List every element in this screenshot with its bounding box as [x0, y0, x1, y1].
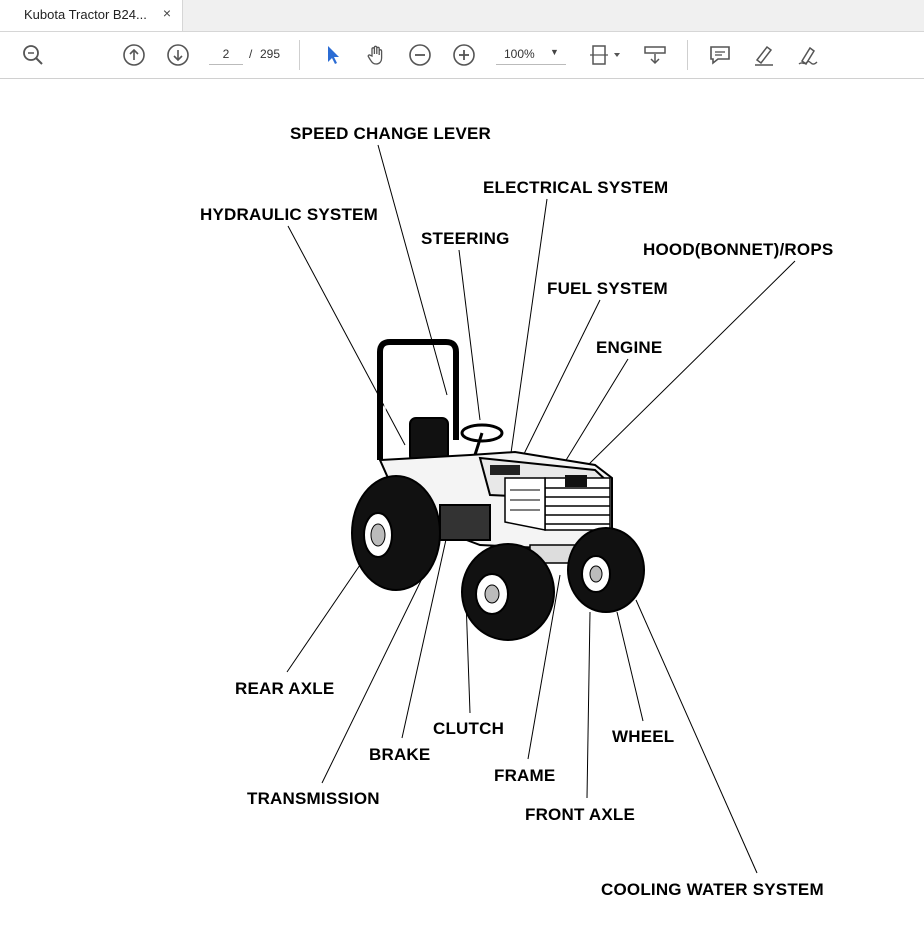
fit-page-icon[interactable] [584, 41, 624, 69]
leader-line [377, 144, 448, 396]
leader-line [465, 599, 471, 714]
comment-icon[interactable] [706, 41, 734, 69]
tab-title: Kubota Tractor B24... [24, 7, 147, 22]
page-up-icon[interactable] [120, 41, 148, 69]
tractor-diagram [286, 144, 796, 874]
label-speed-change-lever: SPEED CHANGE LEVER [290, 124, 492, 143]
leader-line [635, 599, 758, 874]
page-number-input[interactable] [209, 44, 243, 65]
search-icon[interactable] [19, 41, 47, 69]
page-total: 295 [260, 47, 281, 61]
zoom-value: 100% [504, 47, 535, 61]
label-cooling-water-system: COOLING WATER SYSTEM [601, 880, 824, 899]
leader-line [616, 611, 644, 722]
leader-line [586, 611, 591, 799]
leader-line [458, 249, 481, 421]
leader-line [584, 260, 796, 469]
label-fuel-system: FUEL SYSTEM [547, 279, 668, 298]
leader-line [401, 534, 448, 739]
leader-line [559, 358, 629, 471]
leader-line [287, 225, 406, 446]
toolbar-divider [299, 40, 300, 70]
label-wheel: WHEEL [612, 727, 675, 746]
select-cursor-icon[interactable] [319, 41, 347, 69]
chevron-down-icon: ▼ [550, 47, 559, 57]
page-separator: / [249, 47, 253, 61]
toolbar-divider [687, 40, 688, 70]
label-front-axle: FRONT AXLE [525, 805, 635, 824]
close-icon[interactable]: × [162, 5, 172, 21]
zoom-select[interactable]: 100% ▼ [496, 44, 566, 65]
page-down-icon[interactable] [164, 41, 192, 69]
leader-line [286, 564, 361, 673]
label-electrical-system: ELECTRICAL SYSTEM [483, 178, 669, 197]
toolbar: / 295 100% ▼ [0, 32, 924, 79]
tab-bar: Kubota Tractor B24... × [0, 0, 924, 32]
label-frame: FRAME [494, 766, 556, 785]
label-steering: STEERING [421, 229, 510, 248]
label-hydraulic-system: HYDRAULIC SYSTEM [200, 205, 378, 224]
label-engine: ENGINE [596, 338, 663, 357]
scroll-mode-icon[interactable] [641, 41, 669, 69]
document-page: SPEED CHANGE LEVER ELECTRICAL SYSTEM HYD… [0, 79, 924, 927]
hand-icon[interactable] [362, 41, 390, 69]
label-clutch: CLUTCH [433, 719, 505, 738]
tractor-illustration [351, 339, 645, 641]
sign-icon[interactable] [794, 41, 822, 69]
highlight-icon[interactable] [750, 41, 778, 69]
zoom-in-icon[interactable] [450, 41, 478, 69]
leader-line [527, 574, 561, 760]
label-rear-axle: REAR AXLE [235, 679, 335, 698]
leader-line [519, 299, 601, 463]
label-brake: BRAKE [369, 745, 431, 764]
leader-line [509, 198, 548, 461]
leader-line [321, 551, 436, 784]
zoom-out-icon[interactable] [406, 41, 434, 69]
document-tab[interactable]: Kubota Tractor B24... × [0, 0, 183, 31]
label-hood-rops: HOOD(BONNET)/ROPS [643, 240, 834, 259]
label-transmission: TRANSMISSION [247, 789, 380, 808]
